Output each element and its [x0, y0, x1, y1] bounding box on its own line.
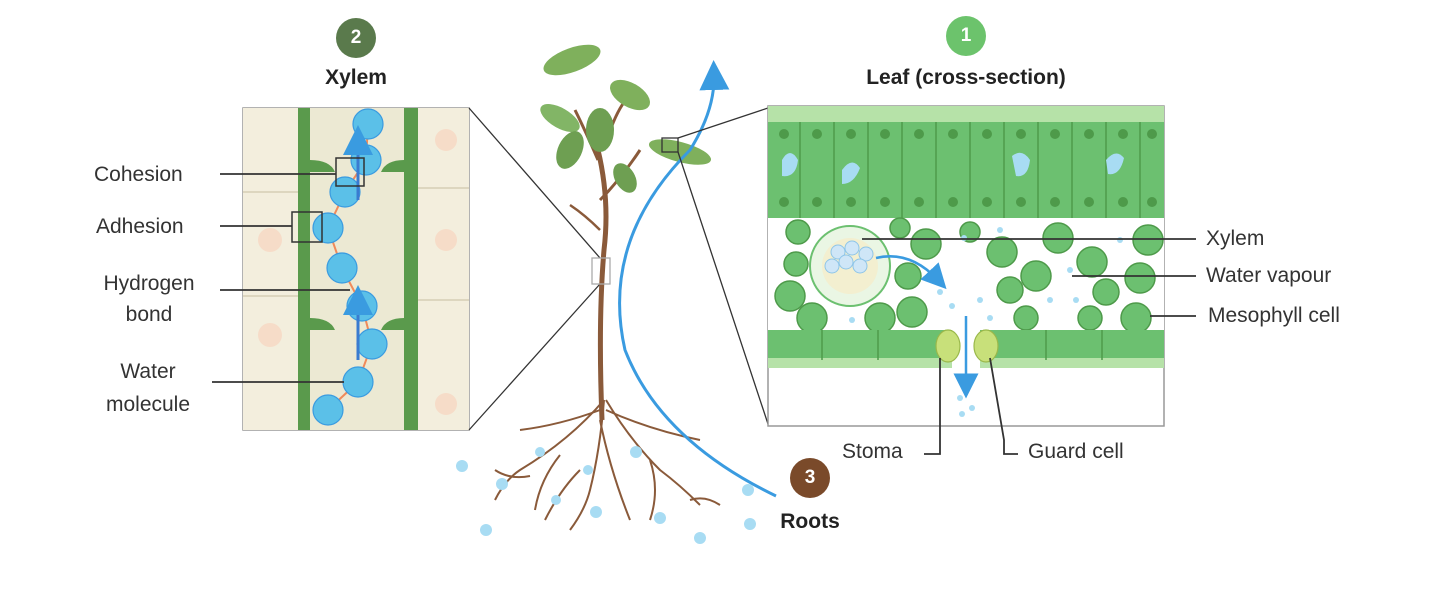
- label-guard-cell: Guard cell: [1028, 440, 1124, 463]
- label-hydrogen-bond-line2: bond: [125, 303, 173, 326]
- label-mesophyll-cell: Mesophyll cell: [1208, 304, 1340, 327]
- transpiration-flow-arrow: [618, 60, 777, 498]
- water-molecule-chain: [312, 108, 388, 426]
- roots-number-badge: 3: [790, 458, 830, 498]
- label-hydrogen-bond-line1: Hydrogen: [103, 272, 195, 295]
- xylem-panel-title: Xylem: [325, 66, 387, 89]
- leaf-label-leaders: [862, 238, 1196, 455]
- roots-title: Roots: [780, 510, 840, 533]
- label-water-molecule-line1: Water: [120, 360, 176, 383]
- xylem-number-badge: 2: [336, 18, 376, 58]
- label-leaf-xylem: Xylem: [1206, 227, 1265, 250]
- label-water-vapour: Water vapour: [1206, 264, 1332, 287]
- label-stoma: Stoma: [842, 440, 903, 463]
- xylem-detail-panel: [242, 107, 470, 431]
- label-adhesion: Adhesion: [96, 215, 184, 238]
- label-cohesion: Cohesion: [94, 163, 183, 186]
- soil-water-droplets: [456, 446, 756, 544]
- leaf-number-badge: 1: [946, 16, 986, 56]
- guard-cell-left: [935, 329, 961, 363]
- leaf-panel-title: Leaf (cross-section): [866, 66, 1066, 89]
- leaf-cross-section-panel: [767, 105, 1165, 427]
- plant-illustration: [494, 44, 721, 531]
- xylem-label-leaders: [212, 173, 350, 383]
- label-water-molecule-line2: molecule: [105, 393, 191, 416]
- guard-cell-right: [973, 329, 999, 363]
